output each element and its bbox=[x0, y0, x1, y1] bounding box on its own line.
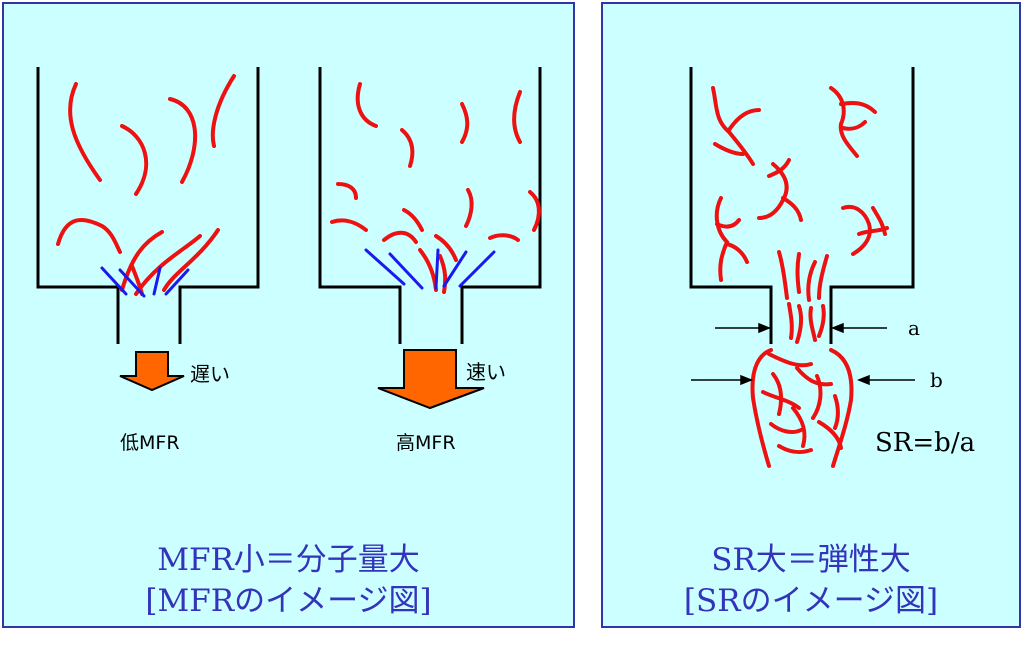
sr-caption-line2: [SRのイメージ図] bbox=[683, 583, 939, 619]
low-mfr-container bbox=[36, 67, 260, 344]
label-a: a bbox=[908, 316, 920, 340]
high-mfr-chains bbox=[330, 82, 541, 294]
label-b: b bbox=[930, 368, 943, 392]
sr-panel: a b SR=b/a SR大＝弾性大 [SRのイメージ図] bbox=[601, 2, 1021, 628]
high-mfr-label: 高MFR bbox=[396, 432, 456, 454]
high-mfr-container bbox=[318, 67, 542, 344]
fast-arrow bbox=[377, 349, 485, 410]
mfr-panel: 遅い 速い 低MFR 高MFR MFR小＝分子量大 [MFRのイメージ図] bbox=[2, 2, 575, 628]
mfr-illustration bbox=[36, 67, 542, 410]
low-mfr-label: 低MFR bbox=[120, 432, 180, 454]
sr-formula: SR=b/a bbox=[875, 428, 976, 458]
slow-label: 遅い bbox=[190, 362, 230, 386]
low-mfr-chains bbox=[56, 74, 236, 296]
mfr-caption-line1: MFR小＝分子量大 bbox=[157, 542, 420, 578]
sr-caption-line1: SR大＝弾性大 bbox=[711, 542, 911, 578]
low-mfr-flow-lines bbox=[100, 266, 190, 298]
sr-branched-chains bbox=[711, 86, 889, 468]
high-mfr-flow-lines bbox=[364, 248, 496, 290]
sr-illustration bbox=[689, 67, 915, 468]
measurement-arrows bbox=[691, 322, 915, 386]
slow-arrow bbox=[119, 351, 185, 392]
fast-label: 速い bbox=[466, 360, 506, 384]
sr-container bbox=[689, 67, 915, 344]
mfr-caption-line2: [MFRのイメージ図] bbox=[145, 583, 432, 619]
